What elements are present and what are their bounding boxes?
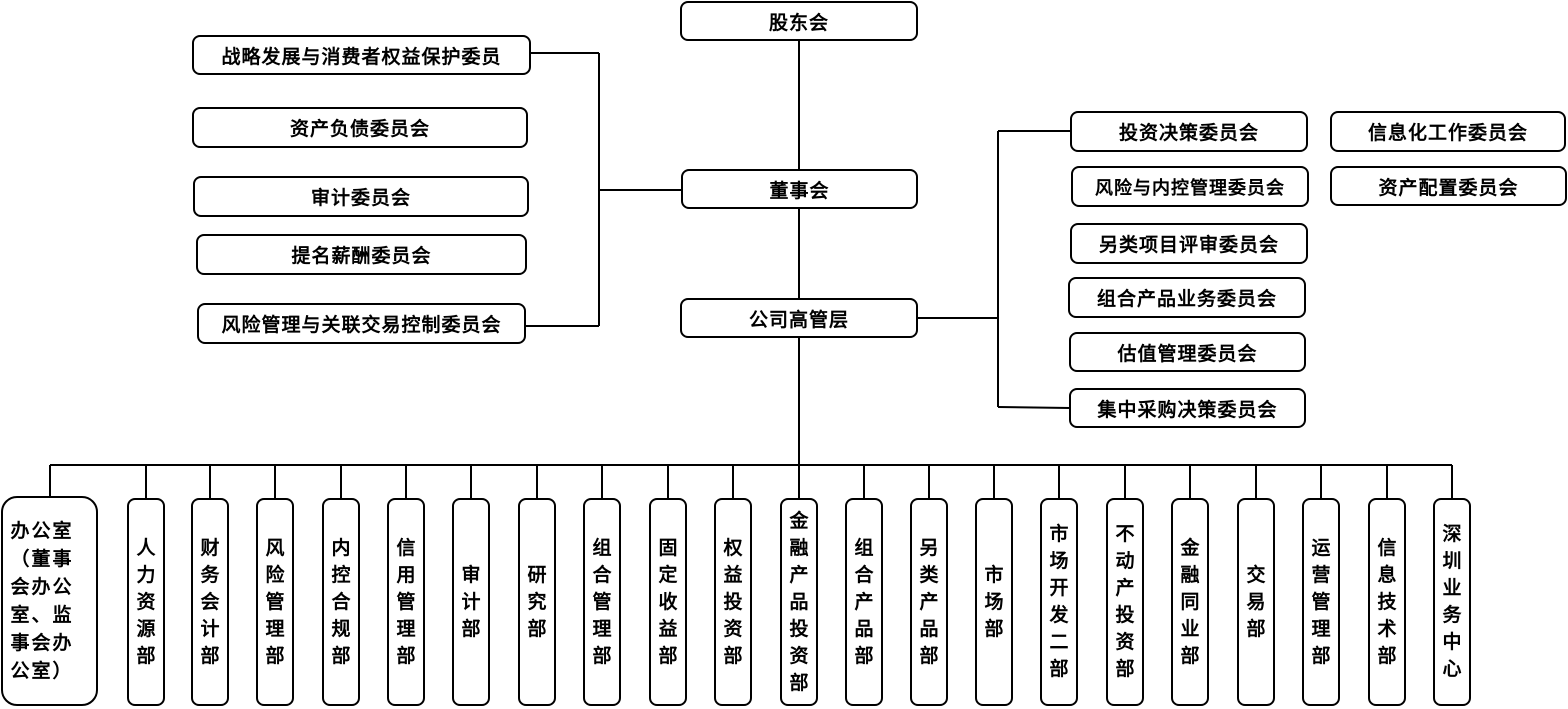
department-label: 不动产投资部 bbox=[1115, 523, 1135, 680]
other-committee-box: 资产配置委员会 bbox=[1330, 166, 1567, 206]
department-box: 信用管理部 bbox=[387, 498, 425, 706]
board-committee-box: 提名薪酬委员会 bbox=[196, 234, 527, 275]
department-label: 信用管理部 bbox=[396, 536, 416, 667]
department-box: 深圳业务中心 bbox=[1433, 498, 1471, 706]
management-committee-box: 集中采购决策委员会 bbox=[1069, 388, 1306, 428]
department-label: 市场部 bbox=[984, 563, 1004, 640]
department-label: 运营管理部 bbox=[1311, 536, 1331, 667]
department-box: 市场开发二部 bbox=[1040, 498, 1078, 706]
department-box: 信息技术部 bbox=[1368, 498, 1406, 706]
board-committee-box: 资产负债委员会 bbox=[192, 107, 528, 148]
department-box: 金融产品投资部 bbox=[780, 498, 818, 706]
right-bracket-bottom bbox=[997, 406, 1071, 409]
department-label: 权益投资部 bbox=[723, 536, 743, 667]
department-box: 固定收益部 bbox=[649, 498, 687, 706]
board-committee-box: 风险管理与关联交易控制委员会 bbox=[197, 303, 526, 344]
department-box: 研究部 bbox=[518, 498, 556, 706]
department-label: 交易部 bbox=[1246, 563, 1266, 640]
department-box: 审计部 bbox=[452, 498, 490, 706]
senior-management-box: 公司高管层 bbox=[680, 298, 918, 338]
department-label: 另类产品部 bbox=[919, 536, 939, 667]
department-label: 财务会计部 bbox=[200, 536, 220, 667]
board-committee-box: 审计委员会 bbox=[193, 176, 529, 217]
shareholders-meeting-box: 股东会 bbox=[680, 1, 918, 41]
department-box: 人力资源部 bbox=[127, 498, 165, 706]
department-box: 市场部 bbox=[975, 498, 1013, 706]
department-box: 组合管理部 bbox=[583, 498, 621, 706]
department-label: 风险管理部 bbox=[265, 536, 285, 667]
department-label: 组合管理部 bbox=[592, 536, 612, 667]
management-committee-box: 估值管理委员会 bbox=[1069, 332, 1306, 372]
department-label: 人力资源部 bbox=[136, 536, 156, 667]
department-box: 组合产品部 bbox=[845, 498, 883, 706]
department-label: 固定收益部 bbox=[658, 536, 678, 667]
department-box: 权益投资部 bbox=[714, 498, 752, 706]
department-label: 内控合规部 bbox=[331, 536, 351, 667]
department-label: 办公室（董事会办公室、监事会办公室） bbox=[10, 520, 74, 682]
department-box: 财务会计部 bbox=[191, 498, 229, 706]
department-label: 金融同业部 bbox=[1180, 536, 1200, 667]
department-label: 金融产品投资部 bbox=[789, 509, 809, 694]
department-box: 交易部 bbox=[1237, 498, 1275, 706]
department-box: 另类产品部 bbox=[910, 498, 948, 706]
management-committee-box: 另类项目评审委员会 bbox=[1070, 223, 1308, 264]
other-committee-box: 信息化工作委员会 bbox=[1330, 111, 1566, 152]
management-committee-box: 组合产品业务委员会 bbox=[1068, 277, 1306, 318]
department-label: 审计部 bbox=[461, 563, 481, 640]
department-box: 金融同业部 bbox=[1171, 498, 1209, 706]
board-committee-box: 战略发展与消费者权益保护委员 bbox=[192, 35, 531, 75]
board-of-directors-box: 董事会 bbox=[681, 169, 918, 209]
department-box: 内控合规部 bbox=[322, 498, 360, 706]
management-committee-box: 风险与内控管理委员会 bbox=[1071, 166, 1309, 207]
department-label: 组合产品部 bbox=[854, 536, 874, 667]
department-box: 运营管理部 bbox=[1302, 498, 1340, 706]
department-box: 不动产投资部 bbox=[1106, 498, 1144, 706]
department-label: 深圳业务中心 bbox=[1442, 523, 1462, 680]
department-label: 信息技术部 bbox=[1377, 536, 1397, 667]
management-committee-box: 投资决策委员会 bbox=[1070, 111, 1308, 152]
department-label: 研究部 bbox=[527, 563, 547, 640]
department-box: 风险管理部 bbox=[256, 498, 294, 706]
department-box-office: 办公室（董事会办公室、监事会办公室） bbox=[1, 496, 98, 706]
department-label: 市场开发二部 bbox=[1049, 523, 1069, 680]
